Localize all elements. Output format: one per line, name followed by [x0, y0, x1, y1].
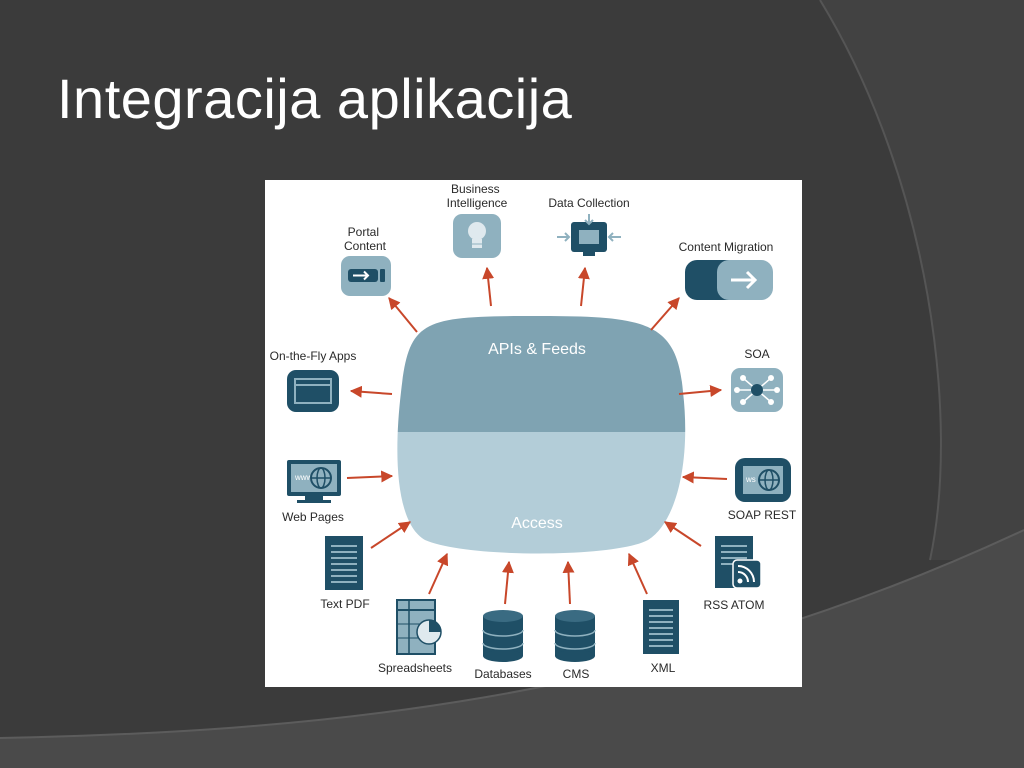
arrow-portal-content: [388, 297, 418, 333]
migration-icon: [685, 260, 773, 300]
rss-atom-label: RSS ATOM: [704, 598, 765, 612]
integration-diagram: APIs & Feeds Access Portal: [270, 182, 797, 681]
business-intelligence-label: Business Intelligence: [447, 182, 508, 210]
arrow-spreadsheets: [428, 552, 449, 595]
spreadsheets-label: Spreadsheets: [378, 661, 452, 675]
arrow-databases: [502, 560, 514, 605]
arrow-soa: [678, 385, 723, 397]
node-rss-atom: RSS ATOM: [704, 536, 765, 612]
node-soa: SOA: [731, 347, 783, 412]
ws-globe-icon: ws: [735, 458, 791, 502]
arrow-text-pdf: [370, 521, 411, 549]
node-spreadsheets: Spreadsheets: [378, 599, 452, 675]
arrow-cms: [562, 560, 575, 605]
monitor-globe-icon: www: [287, 460, 341, 503]
arrow-rss-atom: [664, 521, 702, 547]
content-migration-label: Content Migration: [679, 240, 774, 254]
node-xml: XML: [643, 600, 679, 675]
hub-bottom-section: [397, 432, 686, 554]
soap-rest-label: SOAP REST: [728, 508, 797, 522]
arrow-xml: [627, 552, 648, 595]
on-the-fly-apps-label: On-the-Fly Apps: [270, 349, 357, 363]
node-soap-rest: ws SOAP REST: [728, 458, 797, 522]
rss-document-icon: [715, 536, 762, 589]
soa-label: SOA: [744, 347, 769, 361]
web-pages-label: Web Pages: [282, 510, 344, 524]
node-data-collection: Data Collection: [548, 196, 630, 256]
document-icon: [325, 536, 363, 590]
window-icon: [287, 370, 339, 412]
svg-text:www: www: [294, 473, 313, 482]
node-cms: CMS: [554, 610, 596, 681]
slide-title: Integracija aplikacija: [57, 67, 573, 130]
input-arrows: [346, 470, 728, 605]
text-pdf-label: Text PDF: [320, 597, 369, 611]
cms-label: CMS: [563, 667, 590, 681]
node-databases: Databases: [474, 610, 532, 681]
network-icon: [731, 368, 783, 412]
hub-top-section: [397, 316, 686, 432]
node-web-pages: www Web Pages: [282, 460, 344, 524]
arrow-business-intelligence: [482, 266, 495, 307]
xml-label: XML: [651, 661, 676, 675]
document-icon: [643, 600, 679, 654]
data-collect-icon: [557, 214, 621, 256]
portal-content-label: Portal Content: [344, 225, 387, 253]
arrow-data-collection: [577, 266, 590, 307]
lightbulb-icon: [453, 214, 501, 258]
databases-label: Databases: [474, 667, 531, 681]
database-icon: [554, 610, 596, 662]
arrow-soap-rest: [681, 471, 728, 484]
node-portal-content: Portal Content: [341, 225, 391, 296]
arrow-web-pages: [346, 470, 394, 483]
arrow-box-icon: [341, 256, 391, 296]
output-arrows: [349, 266, 723, 398]
hub-top-label: APIs & Feeds: [488, 341, 586, 358]
node-on-the-fly-apps: On-the-Fly Apps: [270, 349, 357, 412]
node-business-intelligence: Business Intelligence: [447, 182, 508, 258]
node-text-pdf: Text PDF: [320, 536, 370, 611]
spreadsheet-icon: [396, 599, 442, 655]
data-collection-label: Data Collection: [548, 196, 629, 210]
hub-bottom-label: Access: [511, 515, 563, 532]
database-icon: [482, 610, 524, 662]
node-content-migration: Content Migration: [679, 240, 774, 300]
hub: APIs & Feeds Access: [397, 316, 686, 554]
arrow-content-migration: [650, 297, 680, 331]
svg-text:ws: ws: [745, 475, 756, 484]
arrow-on-the-fly-apps: [349, 385, 393, 398]
diagram-panel: APIs & Feeds Access Portal: [265, 180, 802, 687]
